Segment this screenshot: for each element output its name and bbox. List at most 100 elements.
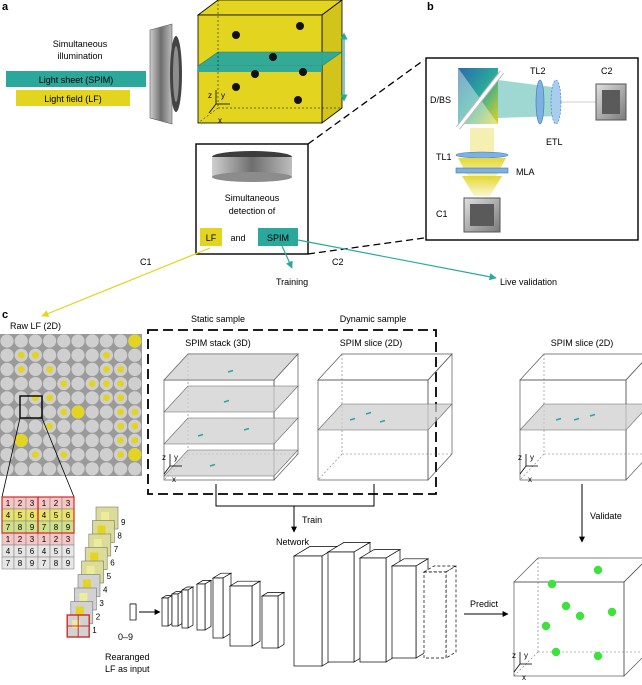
train-bracket bbox=[215, 484, 375, 507]
cube-top bbox=[513, 557, 642, 583]
microlens bbox=[57, 462, 71, 476]
lf-signal bbox=[32, 351, 39, 359]
network-layers bbox=[129, 541, 458, 667]
microlens bbox=[28, 419, 42, 433]
lf-signal bbox=[46, 394, 53, 402]
lf-signal bbox=[117, 437, 124, 444]
microlens bbox=[0, 405, 14, 419]
grid-cell-label: 7 bbox=[6, 523, 11, 532]
network-label: Network bbox=[276, 537, 310, 547]
microlens bbox=[128, 377, 142, 391]
microlens bbox=[114, 462, 128, 476]
grid-cell-label: 4 bbox=[6, 511, 11, 520]
sample-axes: z y x bbox=[208, 90, 230, 125]
axis-y-label: y bbox=[524, 651, 528, 660]
view-tile-signal bbox=[97, 525, 106, 534]
predicted-point bbox=[575, 611, 585, 621]
validate-label: Validate bbox=[590, 511, 622, 521]
lf-signal bbox=[17, 366, 25, 373]
microlens bbox=[43, 348, 57, 362]
microlens bbox=[99, 433, 113, 447]
light-field-label: Light field (LF) bbox=[44, 94, 102, 104]
microlens bbox=[0, 362, 14, 376]
spim-signal bbox=[209, 463, 216, 467]
network-layer-side bbox=[251, 580, 261, 647]
microlens bbox=[28, 433, 42, 447]
grid-cell-label: 9 bbox=[30, 559, 35, 568]
lf-signal bbox=[117, 380, 124, 387]
grid-cell-label: 1 bbox=[6, 535, 11, 544]
lf-signal-large bbox=[14, 434, 28, 447]
network-layer-front bbox=[171, 593, 179, 627]
lf-signal bbox=[88, 380, 96, 387]
microlens bbox=[85, 448, 99, 462]
grid-cell-label: 9 bbox=[66, 523, 71, 532]
grid-cell-label: 2 bbox=[54, 499, 59, 508]
axis-y-label: y bbox=[530, 453, 534, 462]
grid-cell-label: 8 bbox=[18, 523, 23, 532]
microlens bbox=[128, 462, 142, 476]
microlens bbox=[71, 462, 85, 476]
cube-side bbox=[623, 563, 642, 677]
microlens bbox=[0, 334, 14, 348]
predicted-point bbox=[547, 579, 557, 589]
lf-signal bbox=[60, 380, 68, 387]
sample-dot bbox=[269, 53, 277, 61]
spim-slice-right-title: SPIM slice (2D) bbox=[551, 338, 614, 348]
microlens bbox=[28, 334, 42, 348]
sample-cube bbox=[196, 0, 343, 124]
microlens bbox=[0, 377, 14, 391]
axis-line bbox=[519, 465, 527, 475]
light-sheet-label: Light sheet (SPIM) bbox=[39, 75, 114, 85]
static-sample-title: Static sample bbox=[191, 314, 245, 324]
tube-lens-2 bbox=[535, 79, 545, 125]
grid-cell-label: 4 bbox=[6, 547, 11, 556]
view-tile-number: 7 bbox=[114, 545, 119, 554]
lf-signal-large bbox=[128, 334, 142, 348]
lf-signal bbox=[131, 422, 139, 430]
view-tile-number: 4 bbox=[103, 586, 108, 595]
microlens bbox=[28, 362, 42, 376]
cube-hidden-edge bbox=[317, 453, 343, 481]
network-layer-side bbox=[187, 586, 194, 629]
rearranged-line2: LF as input bbox=[105, 664, 150, 674]
detection-line1: Simultaneous bbox=[225, 193, 280, 203]
view-tile-signal bbox=[90, 552, 99, 561]
microlens bbox=[99, 334, 113, 348]
microlens bbox=[57, 391, 71, 405]
network-layer-front bbox=[327, 551, 355, 663]
zoom-line-bottom bbox=[307, 237, 425, 255]
lf-signal-large bbox=[71, 405, 85, 419]
microlens bbox=[43, 462, 57, 476]
microlens bbox=[114, 334, 128, 348]
grid-cell-label: 2 bbox=[18, 535, 23, 544]
detection-objective bbox=[212, 151, 292, 182]
microlens bbox=[28, 462, 42, 476]
microlens bbox=[85, 405, 99, 419]
spim-plane bbox=[317, 403, 453, 431]
lf-signal-large bbox=[128, 448, 142, 461]
cube-top bbox=[519, 353, 642, 381]
spim-slice-cube bbox=[317, 353, 453, 481]
microlens bbox=[71, 433, 85, 447]
microlens bbox=[71, 391, 85, 405]
dynamic-sample-title: Dynamic sample bbox=[340, 314, 407, 324]
range-label: 0–9 bbox=[118, 632, 133, 642]
view-tile-signal bbox=[93, 539, 102, 547]
lf-signal bbox=[46, 366, 53, 373]
spim-signal bbox=[573, 417, 580, 421]
train-label: Train bbox=[302, 515, 322, 525]
microlens bbox=[0, 348, 14, 362]
predicted-point bbox=[607, 607, 617, 617]
network-layer-front bbox=[212, 577, 224, 639]
axis-y: y bbox=[221, 91, 225, 100]
microlens bbox=[85, 334, 99, 348]
network-layer-front bbox=[161, 597, 169, 627]
training-label: Training bbox=[276, 277, 308, 287]
network-layer-front bbox=[181, 589, 189, 629]
c1-label: C1 bbox=[436, 209, 448, 219]
microlens bbox=[128, 362, 142, 376]
microlens bbox=[85, 433, 99, 447]
microlens bbox=[14, 419, 28, 433]
